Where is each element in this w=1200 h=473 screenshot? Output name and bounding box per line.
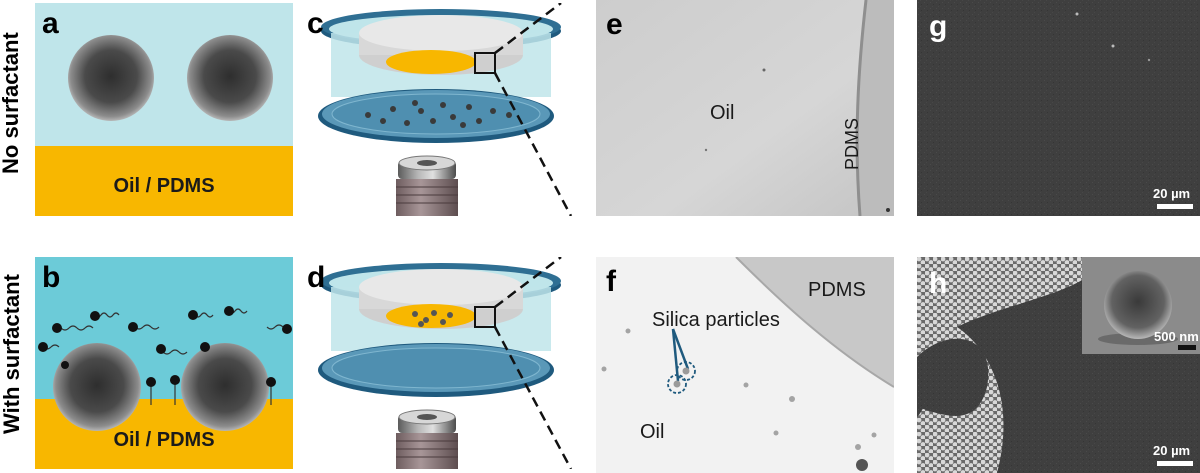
panel-f-silica-label: Silica particles [652, 309, 780, 331]
panel-c-letter: c [307, 7, 324, 40]
panel-e-pdms-label: PDMS [842, 117, 862, 170]
panel-c-graphic [318, 3, 573, 216]
panel-h-scale-label: 20 µm [1153, 443, 1191, 458]
panel-b-letter: b [42, 261, 61, 294]
panel-g-letter: g [929, 10, 948, 43]
panel-e-oil-label: Oil [710, 102, 735, 124]
panel-h: 500 nm h 20 µm [917, 257, 1200, 473]
panel-h-inset-graphic [1082, 257, 1200, 354]
panel-d: d [303, 257, 573, 469]
panel-a-graphic [35, 3, 293, 216]
particle-right [187, 35, 273, 121]
panel-f: f PDMS Silica particles Oil [596, 257, 894, 473]
panel-b-graphic [35, 257, 293, 469]
panel-f-pdms-label: PDMS [808, 279, 866, 301]
panel-f-graphic [596, 257, 894, 473]
particle-left [53, 343, 141, 431]
surfactant-molecule-icon [42, 308, 284, 405]
panel-h-inset-scale-label: 500 nm [1154, 329, 1199, 344]
panel-e-letter: e [606, 8, 623, 41]
microscope-objective-icon [396, 409, 458, 469]
panel-g-graphic [917, 0, 1200, 216]
panel-h-inset: 500 nm [1082, 257, 1200, 354]
panel-b: b Oil / PDMS [35, 257, 293, 469]
panel-a: a Oil / PDMS [35, 3, 293, 216]
panel-d-letter: d [307, 261, 326, 294]
panel-f-oil-label: Oil [640, 421, 665, 443]
panel-h-inset-scale-bar [1178, 345, 1196, 350]
panel-h-scale-bar [1157, 461, 1193, 466]
zoom-box-icon [474, 306, 496, 328]
panel-e: e Oil PDMS [596, 0, 894, 216]
panel-b-layer-label: Oil / PDMS [113, 429, 215, 451]
particle-right [181, 343, 269, 431]
panel-a-layer-label: Oil / PDMS [113, 175, 215, 197]
panel-e-graphic [596, 0, 894, 216]
zoom-box-icon [474, 52, 496, 74]
panel-d-graphic [318, 257, 573, 469]
panel-g-scale-bar [1157, 204, 1193, 209]
row-label-no-surfactant: No surfactant [0, 32, 23, 174]
panel-a-letter: a [42, 7, 59, 40]
panel-c: c [303, 3, 573, 216]
row-label-with-surfactant: With surfactant [0, 274, 24, 434]
panel-h-letter: h [929, 267, 948, 300]
panel-f-letter: f [606, 265, 616, 298]
microscope-objective-icon [396, 155, 458, 216]
particle-left [68, 35, 154, 121]
panel-g: g 20 µm [917, 0, 1200, 216]
panel-g-scale-label: 20 µm [1153, 186, 1191, 201]
